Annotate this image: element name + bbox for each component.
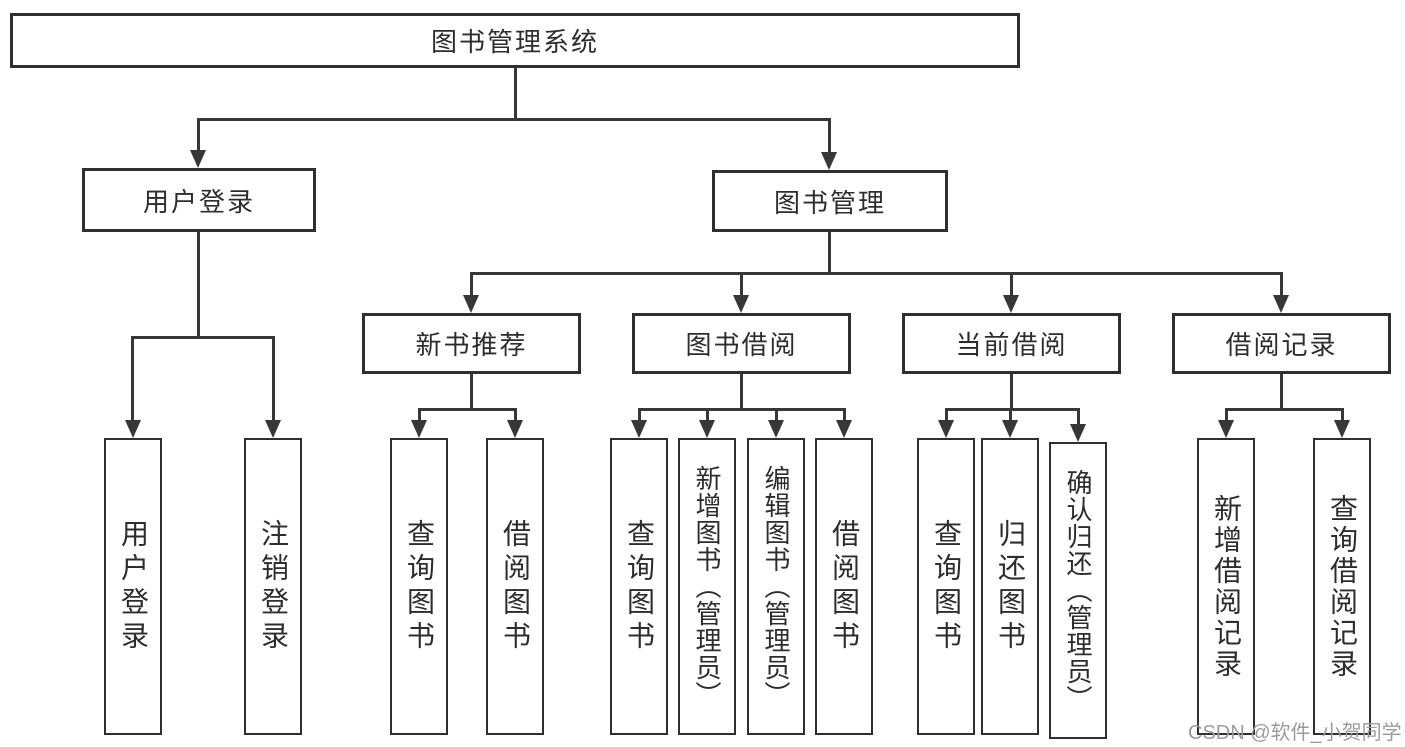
arrow-down-icon — [1070, 424, 1086, 442]
node-root-label: 图书管理系统 — [430, 27, 599, 57]
connector-line — [1009, 408, 1012, 422]
node-borrow-records: 借阅记录 — [1172, 313, 1391, 374]
leaf-add-borrow-record-label: 新增借阅记录 — [1211, 493, 1242, 680]
connector-line — [1010, 374, 1013, 408]
leaf-edit-book-admin: 编辑图书（管理员） — [747, 438, 805, 735]
node-book-borrow: 图书借阅 — [632, 313, 851, 374]
leaf-add-book-admin-label: 新增图书（管理员） — [692, 465, 722, 708]
connector-line — [1077, 408, 1080, 426]
arrow-down-icon — [190, 150, 206, 168]
leaf-user-login: 用户登录 — [104, 438, 162, 735]
leaf-add-book-admin: 新增图书（管理员） — [678, 438, 736, 735]
arrow-down-icon — [507, 420, 523, 438]
leaf-logout: 注销登录 — [244, 438, 302, 735]
node-new-book-recommend-label: 新书推荐 — [415, 330, 528, 360]
connector-line — [418, 408, 421, 422]
connector-line — [1225, 408, 1228, 422]
leaf-user-login-label: 用户登录 — [118, 518, 149, 655]
connector-line — [470, 272, 473, 295]
connector-line — [1225, 408, 1343, 411]
csdn-watermark: CSDN @软件_小贺同学 — [1188, 722, 1402, 744]
leaf-query-book-2: 查询图书 — [610, 438, 668, 735]
arrow-down-icon — [631, 420, 647, 438]
connector-line — [740, 272, 743, 295]
connector-line — [1010, 272, 1013, 295]
leaf-query-book-3: 查询图书 — [917, 438, 975, 735]
connector-line — [514, 408, 517, 422]
connector-line — [775, 408, 778, 422]
node-book-borrow-label: 图书借阅 — [685, 330, 798, 360]
arrow-down-icon — [821, 152, 837, 170]
connector-line — [706, 408, 709, 422]
node-current-borrow: 当前借阅 — [902, 313, 1121, 374]
connector-line — [131, 336, 274, 339]
arrow-down-icon — [1334, 420, 1350, 438]
node-user-login: 用户登录 — [82, 168, 316, 232]
connector-line — [945, 408, 1079, 411]
node-borrow-records-label: 借阅记录 — [1225, 330, 1338, 360]
node-root: 图书管理系统 — [10, 13, 1020, 68]
arrow-down-icon — [125, 420, 141, 438]
connector-line — [272, 336, 275, 420]
leaf-add-borrow-record: 新增借阅记录 — [1197, 438, 1255, 735]
node-current-borrow-label: 当前借阅 — [955, 330, 1068, 360]
leaf-query-book-1: 查询图书 — [390, 438, 448, 735]
leaf-query-book-3-label: 查询图书 — [931, 518, 962, 655]
connector-line — [470, 272, 1282, 275]
arrow-down-icon — [938, 420, 954, 438]
arrow-down-icon — [768, 420, 784, 438]
leaf-edit-book-admin-label: 编辑图书（管理员） — [761, 465, 791, 708]
leaf-borrow-book-2: 借阅图书 — [815, 438, 873, 735]
connector-line — [197, 232, 200, 336]
connector-line — [638, 408, 845, 411]
connector-line — [740, 374, 743, 408]
node-book-management-label: 图书管理 — [773, 187, 886, 218]
connector-line — [828, 232, 831, 272]
connector-line — [945, 408, 948, 422]
leaf-borrow-book-2-label: 借阅图书 — [829, 518, 860, 655]
leaf-query-borrow-record-label: 查询借阅记录 — [1327, 493, 1358, 680]
connector-line — [1280, 374, 1283, 408]
leaf-borrow-book-1-label: 借阅图书 — [500, 518, 531, 655]
node-new-book-recommend: 新书推荐 — [362, 313, 581, 374]
arrow-down-icon — [1003, 295, 1019, 313]
connector-line — [1280, 272, 1283, 295]
leaf-return-book-label: 归还图书 — [995, 518, 1026, 655]
node-book-management: 图书管理 — [712, 170, 948, 232]
leaf-borrow-book-1: 借阅图书 — [486, 438, 544, 735]
arrow-down-icon — [1273, 295, 1289, 313]
leaf-query-book-1-label: 查询图书 — [404, 518, 435, 655]
connector-line — [197, 118, 200, 152]
arrow-down-icon — [733, 295, 749, 313]
connector-line — [828, 118, 831, 154]
leaf-return-book: 归还图书 — [981, 438, 1039, 735]
arrow-down-icon — [1218, 420, 1234, 438]
leaf-query-book-2-label: 查询图书 — [624, 518, 655, 655]
leaf-confirm-return-admin: 确认归还（管理员） — [1049, 442, 1107, 739]
arrow-down-icon — [411, 420, 427, 438]
connector-line — [418, 408, 516, 411]
arrow-down-icon — [265, 420, 281, 438]
connector-line — [197, 118, 831, 121]
connector-line — [131, 336, 134, 420]
leaf-confirm-return-admin-label: 确认归还（管理员） — [1063, 469, 1093, 712]
node-user-login-label: 用户登录 — [142, 186, 255, 217]
leaf-logout-label: 注销登录 — [258, 518, 289, 655]
arrow-down-icon — [463, 295, 479, 313]
connector-line — [843, 408, 846, 422]
connector-line — [470, 374, 473, 408]
connector-line — [1341, 408, 1344, 422]
connector-line — [514, 68, 517, 118]
arrow-down-icon — [1002, 420, 1018, 438]
connector-line — [638, 408, 641, 422]
arrow-down-icon — [699, 420, 715, 438]
leaf-query-borrow-record: 查询借阅记录 — [1313, 438, 1371, 735]
arrow-down-icon — [836, 420, 852, 438]
